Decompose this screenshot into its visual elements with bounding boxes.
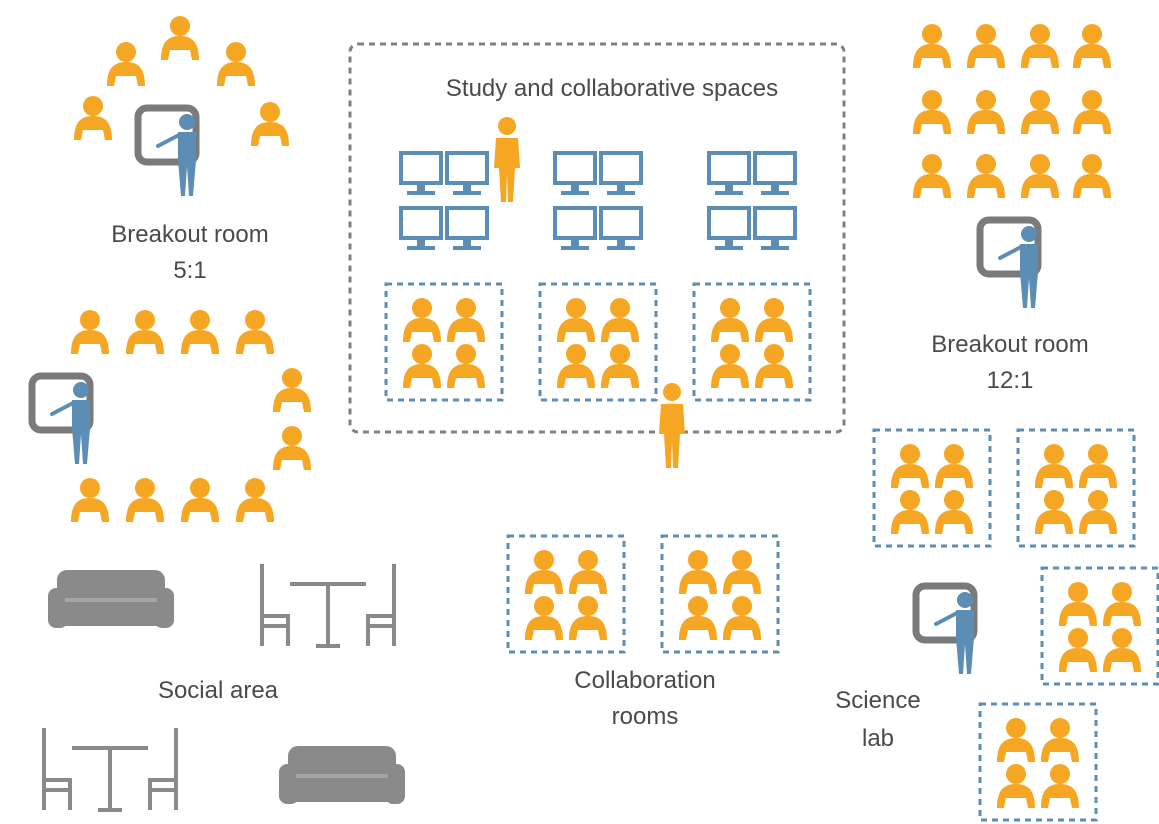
computer-icon (399, 151, 443, 197)
teacher-icon (138, 108, 196, 196)
student-icon (236, 478, 274, 522)
teacher-icon (980, 220, 1038, 308)
science-lab: Science lab (835, 430, 1158, 820)
collab-group-icon (540, 284, 656, 400)
student-icon (107, 42, 145, 86)
student-icon (967, 24, 1005, 68)
collaboration-rooms-title-line1: Collaboration (574, 667, 715, 694)
collab-group-icon (1018, 430, 1134, 546)
breakout-room-large-ratio: 12:1 (987, 367, 1034, 394)
computer-icon (445, 151, 489, 197)
breakout-room-large: Breakout room 12:1 (913, 24, 1111, 394)
collab-group-icon (1042, 568, 1158, 684)
student-icon (1021, 154, 1059, 198)
teacher-icon (32, 376, 90, 464)
student-icon (126, 310, 164, 354)
student-icon (913, 24, 951, 68)
student-icon (1073, 24, 1111, 68)
study-spaces: Study and collaborative spaces (348, 42, 846, 434)
breakout-room-small-title: Breakout room (111, 221, 268, 248)
student-icon (74, 96, 112, 140)
science-lab-title-line1: Science (835, 687, 920, 714)
sofa-icon (279, 746, 405, 804)
collab-group-icon (662, 536, 778, 652)
breakout-room-large-title: Breakout room (931, 331, 1088, 358)
student-icon (181, 478, 219, 522)
computer-icon (553, 206, 597, 252)
student-icon (126, 478, 164, 522)
study-spaces-title: Study and collaborative spaces (446, 75, 778, 102)
student-icon (967, 90, 1005, 134)
student-icon (251, 102, 289, 146)
table-chairs-icon (42, 726, 178, 812)
person-icon (659, 383, 685, 468)
student-icon (1073, 90, 1111, 134)
breakout-room-small: Breakout room 5:1 (74, 16, 289, 284)
student-icon (1073, 154, 1111, 198)
student-icon (161, 16, 199, 60)
student-icon (967, 154, 1005, 198)
social-area: Social area (42, 562, 405, 812)
person-icon (494, 117, 520, 202)
table-chairs-icon (260, 562, 396, 648)
computer-icon (753, 151, 797, 197)
computer-icon (553, 151, 597, 197)
science-lab-title-line2: lab (862, 725, 894, 752)
computer-icon (753, 206, 797, 252)
collab-group-icon (694, 284, 810, 400)
student-icon (913, 90, 951, 134)
study-spaces-border (348, 42, 846, 434)
student-icon (913, 154, 951, 198)
student-icon (1021, 90, 1059, 134)
student-icon (71, 310, 109, 354)
collaboration-rooms: Collaboration rooms (508, 536, 778, 730)
social-area-title: Social area (158, 677, 279, 704)
student-icon (273, 368, 311, 412)
sofa-icon (48, 570, 174, 628)
computer-icon (707, 151, 751, 197)
collab-group-icon (386, 284, 502, 400)
student-icon (217, 42, 255, 86)
teacher-icon (916, 586, 974, 674)
student-icon (236, 310, 274, 354)
student-icon (181, 310, 219, 354)
classroom-left (32, 310, 311, 522)
computer-icon (445, 206, 489, 252)
collab-group-icon (874, 430, 990, 546)
collaboration-rooms-title-line2: rooms (612, 703, 679, 730)
student-icon (273, 426, 311, 470)
student-icon (1021, 24, 1059, 68)
computer-icon (707, 206, 751, 252)
computer-icon (599, 151, 643, 197)
student-icon (71, 478, 109, 522)
computer-icon (599, 206, 643, 252)
collab-group-icon (980, 704, 1096, 820)
collab-group-icon (508, 536, 624, 652)
computer-icon (399, 206, 443, 252)
breakout-room-small-ratio: 5:1 (173, 257, 206, 284)
